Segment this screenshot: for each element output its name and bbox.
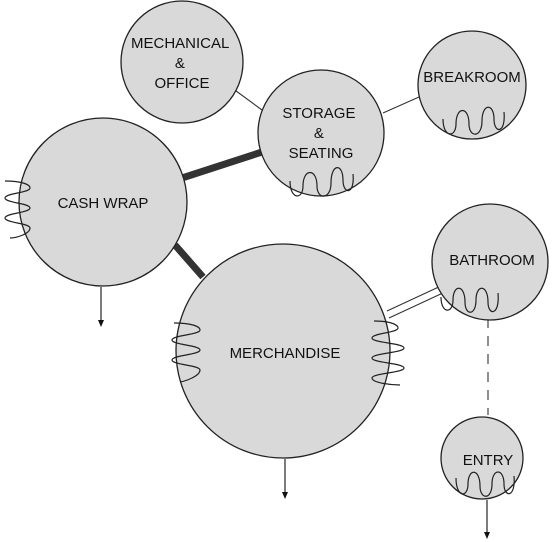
connection-merchandise-bathroom <box>386 284 446 319</box>
label-storage-seating: STORAGE & SEATING <box>282 105 359 162</box>
label-mechanical-office: MECHANICAL & OFFICE <box>131 35 233 92</box>
window-squiggle-breakroom <box>442 106 505 135</box>
bubble-entry <box>440 416 524 500</box>
connection-mechanical-storage <box>231 87 263 111</box>
arrow-merchandise-down <box>282 459 288 499</box>
window-squiggle-merchandise-left <box>171 322 201 383</box>
arrow-entry-down <box>484 500 490 539</box>
label-merchandise: MERCHANDISE <box>230 345 341 362</box>
bubble-bathroom <box>431 203 549 321</box>
connection-storage-breakroom <box>382 96 420 114</box>
label-bathroom: BATHROOM <box>449 252 535 269</box>
bubble-cash-wrap <box>18 117 188 287</box>
window-squiggle-entry <box>455 471 515 497</box>
label-entry: ENTRY <box>463 452 514 469</box>
bubble-merchandise <box>175 243 391 459</box>
connection-cashwrap-storage <box>180 148 264 182</box>
window-squiggle-bathroom <box>440 287 499 313</box>
window-squiggle-storage <box>289 167 354 197</box>
window-squiggle-merchandise-right <box>371 320 405 386</box>
bubble-breakroom <box>417 30 527 140</box>
bubble-mechanical-office <box>120 0 244 124</box>
label-cash-wrap: CASH WRAP <box>58 195 149 212</box>
connection-cashwrap-merchandise <box>172 242 206 280</box>
label-breakroom: BREAKROOM <box>423 69 521 86</box>
arrow-cash-wrap-down <box>98 287 104 327</box>
window-squiggle-cash-wrap <box>4 180 31 239</box>
